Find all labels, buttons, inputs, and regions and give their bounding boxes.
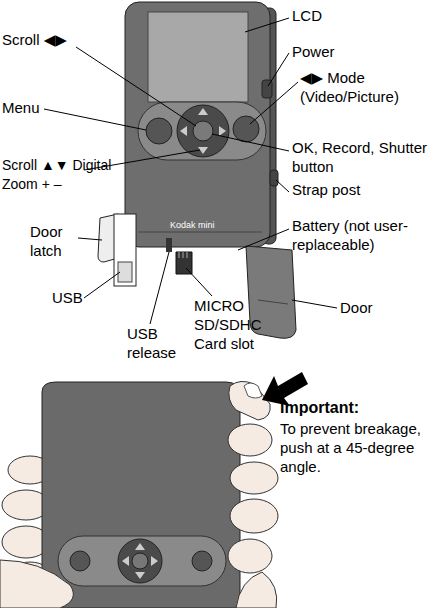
part-label: Menu	[2, 98, 92, 117]
hand-illustration	[0, 372, 308, 608]
part-label: Battery (not user-replaceable)	[292, 216, 432, 254]
camera-front	[98, 2, 296, 338]
part-label: MICRO SD/SDHC Card slot	[194, 296, 268, 353]
part-label: ◀▶ Mode (Video/Picture)	[300, 68, 412, 106]
part-label: Scroll ◀▶	[2, 30, 102, 49]
part-label: LCD	[292, 6, 432, 25]
part-label: USB release	[127, 324, 189, 362]
part-label: USB	[52, 288, 102, 307]
part-label: Door latch	[30, 222, 80, 260]
part-label: Strap post	[292, 180, 432, 199]
brand-logo: Kodak mini	[170, 220, 260, 231]
part-label: Power	[292, 42, 432, 61]
part-label: Door	[340, 298, 430, 317]
note-heading: Important:	[280, 398, 435, 417]
note-text: To prevent breakage, push at a 45-degree…	[280, 419, 438, 476]
part-label: Scroll ▲▼ Digital Zoom + –	[2, 156, 114, 194]
part-label: OK, Record, Shutter button	[292, 138, 437, 176]
